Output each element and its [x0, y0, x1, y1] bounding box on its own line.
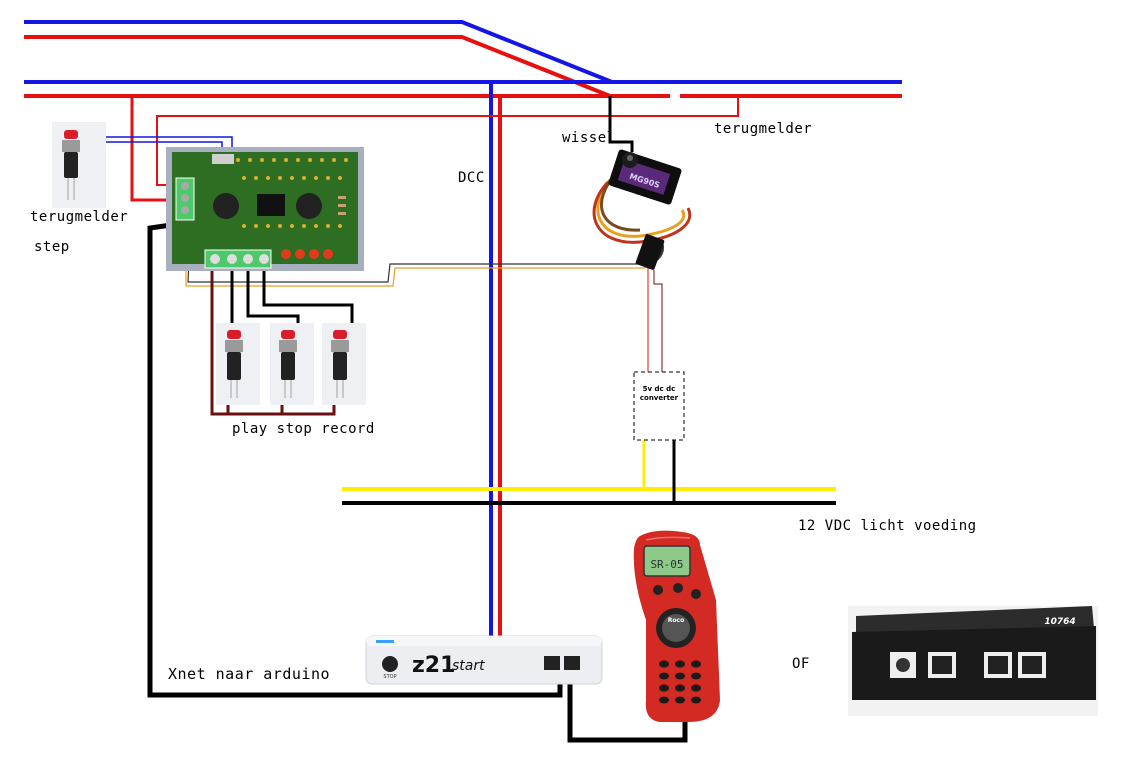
- rail-to-pcb-red: [130, 96, 180, 202]
- servo-icon: MG90S: [592, 149, 692, 270]
- handset-display-text: SR-05: [650, 558, 683, 571]
- handset-cable: [567, 668, 688, 743]
- supply-label: 12 VDC licht voeding: [798, 518, 977, 534]
- z21-start-station: STOP z21 start: [365, 635, 603, 685]
- play-stop-record-label: play stop record: [232, 421, 375, 437]
- play-button-icon: [216, 323, 260, 405]
- arduino-pcb: [166, 147, 364, 271]
- servo-power-dark: [653, 270, 663, 372]
- terugmelder-right-label: terugmelder: [714, 121, 813, 137]
- supply-bus: [342, 440, 836, 505]
- booster-number-text: 10764: [1044, 617, 1075, 627]
- dcc-feeder: [489, 82, 502, 640]
- servo-signal-orange: [185, 240, 649, 287]
- rail-blue-upper-diverging: [24, 20, 613, 84]
- step-label: step: [34, 239, 70, 255]
- terugmelder-left-label: terugmelder: [30, 209, 129, 225]
- handset-icon: SR-05 Roco: [633, 530, 720, 722]
- z21-model-text: start: [452, 658, 485, 674]
- rail-red-upper-diverging: [24, 35, 611, 98]
- dc-dc-converter: 5v dc dc converter: [633, 371, 685, 441]
- z21-brand-text: z21: [412, 653, 455, 678]
- stop-button-icon: [270, 323, 314, 405]
- wissel-label: wissel: [562, 130, 616, 146]
- xnet-label: Xnet naar arduino: [168, 665, 331, 683]
- track-rails: [24, 20, 902, 98]
- dcc-label: DCC: [458, 170, 485, 186]
- z21-stop-label: STOP: [383, 674, 396, 680]
- xnet-cable: [147, 219, 563, 698]
- handset-brand-text: Roco: [668, 617, 684, 624]
- converter-label-2: converter: [640, 394, 679, 402]
- record-button-icon: [322, 323, 366, 405]
- step-button-icon: [52, 122, 106, 208]
- servo-arm-wire: [608, 116, 634, 152]
- of-label: OF: [792, 656, 810, 672]
- terugmelder-wire: [156, 96, 739, 186]
- booster-photo: 10764: [848, 606, 1098, 716]
- converter-label-1: 5v dc dc: [643, 385, 676, 393]
